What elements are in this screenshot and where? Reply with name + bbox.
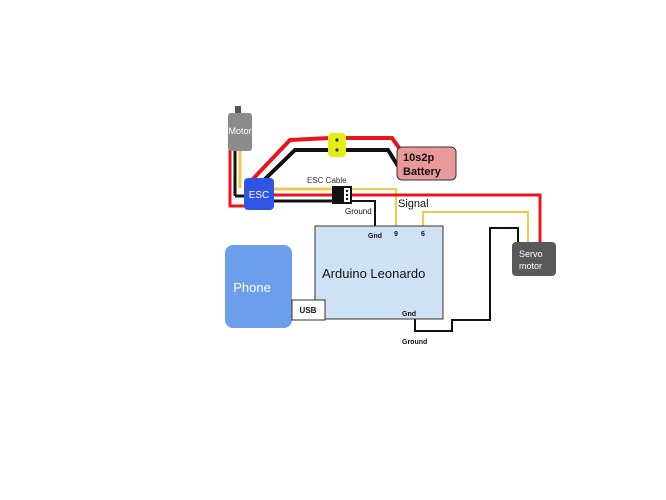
esc-label: ESC	[249, 190, 270, 201]
esc-cable-label: ESC Cable	[307, 176, 347, 185]
phone-box	[225, 245, 292, 328]
esc-battery-wire-black	[260, 148, 330, 184]
battery-connector	[328, 133, 346, 157]
pin-9-label: 9	[394, 231, 398, 238]
signal-label: Signal	[398, 198, 429, 210]
signal-wire-pin9	[352, 188, 397, 229]
servo-label-line2: motor	[519, 261, 542, 271]
plug-pin-2	[345, 193, 349, 197]
battery-label-line2: Battery	[403, 166, 442, 178]
arduino-board	[314, 225, 444, 320]
esc-battery-wire-red	[250, 136, 331, 182]
motor-box	[228, 113, 252, 151]
signal-wire-pin6	[422, 211, 529, 244]
usb-box	[291, 299, 326, 321]
esc-box	[244, 178, 274, 210]
arduino-label: Arduino Leonardo	[322, 266, 425, 281]
motor-shaft	[235, 106, 241, 114]
battery-connector-pin-top	[335, 138, 339, 142]
ground-wire-top	[352, 200, 376, 226]
battery-wire-black	[345, 148, 406, 178]
pin-6-label: 6	[421, 231, 425, 238]
motor-wire-red	[228, 150, 247, 208]
pin-gnd-label: Gnd	[368, 233, 382, 240]
battery-box	[396, 146, 457, 181]
pin-gnd-bottom-label: Gnd	[402, 311, 416, 318]
servo-label-line1: Servo	[519, 249, 543, 259]
servo-box	[512, 242, 556, 276]
ground-bottom-label: Ground	[402, 339, 427, 346]
motor-label: Motor	[228, 126, 251, 136]
usb-label: USB	[300, 306, 317, 315]
plug-pin-1	[345, 189, 349, 193]
ground-top-label: Ground	[345, 207, 372, 216]
plug-pin-3	[345, 197, 349, 201]
phone-label: Phone	[233, 280, 271, 295]
battery-wire-red	[345, 136, 404, 154]
power-wire-red	[352, 193, 542, 244]
battery-label-line1: 10s2p	[403, 152, 434, 164]
battery-connector-pin-bottom	[335, 148, 339, 152]
ground-wire-bottom	[414, 227, 519, 332]
